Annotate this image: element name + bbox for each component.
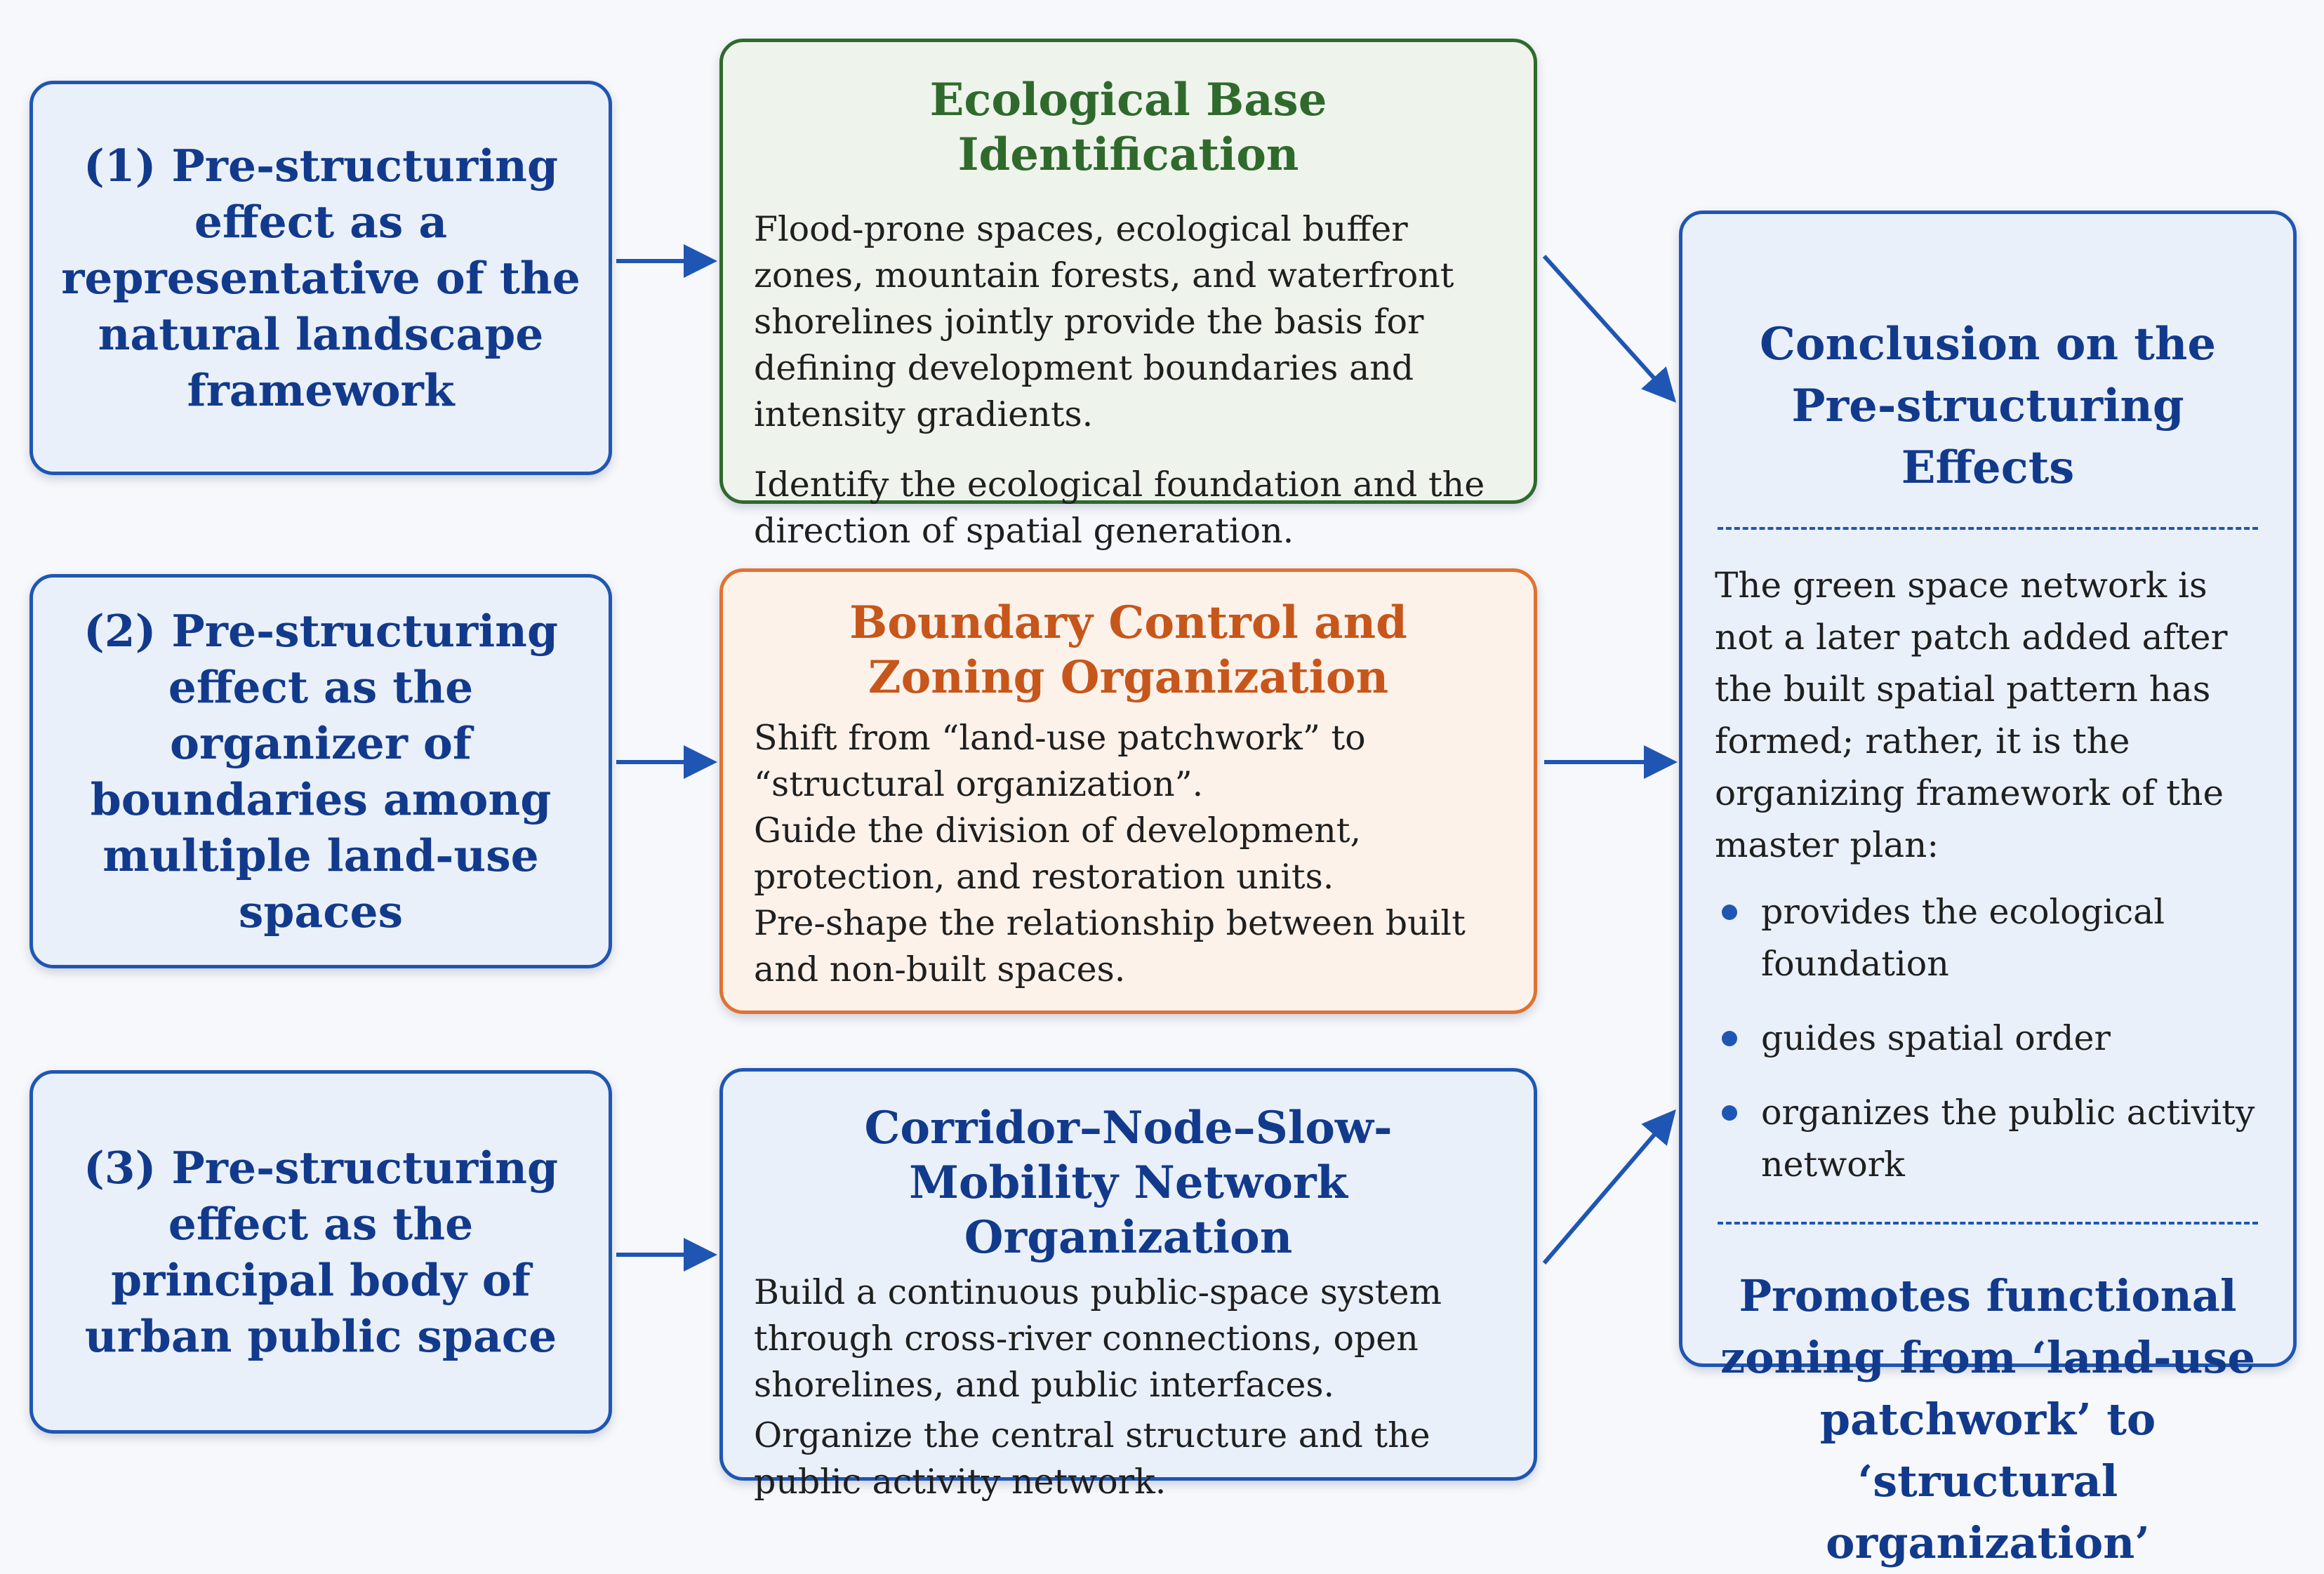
- corridor-text-2: Organize the central structure and the p…: [754, 1415, 1430, 1502]
- corridor-title: Corridor–Node–Slow-Mobility Network Orga…: [864, 1102, 1393, 1264]
- ecological-text-1: Flood-prone spaces, ecological buffer zo…: [754, 209, 1454, 434]
- bullet-item: organizes the public activity network: [1715, 1087, 2261, 1191]
- conclusion-divider-top: [1718, 527, 2258, 530]
- conclusion-box: Conclusion on the Pre-structuring Effect…: [1679, 211, 2297, 1568]
- arrow-corridor-to-conclusion: [1542, 1109, 1676, 1265]
- ecological-text-2: Identify the ecological foundation and t…: [754, 465, 1485, 551]
- left-box-2-text: (2) Pre-structuring effect as the organi…: [84, 605, 558, 938]
- bullet-dot-icon: [1722, 905, 1737, 920]
- conclusion-title: Conclusion on the Pre-structuring Effect…: [1759, 318, 2217, 494]
- boundary-control-box: Boundary Control and Zoning Organization…: [719, 568, 1537, 1014]
- bullet-dot-icon: [1722, 1105, 1737, 1121]
- boundary-text-3: Pre-shape the relationship between built…: [754, 903, 1466, 989]
- corridor-node-box: Corridor–Node–Slow-Mobility Network Orga…: [719, 1068, 1537, 1502]
- bullet-dot-icon: [1722, 1031, 1737, 1046]
- ecological-base-box: Ecological Base Identification Flood-pro…: [719, 39, 1537, 551]
- connector-arrows: [616, 244, 1678, 1272]
- boundary-text-2: Guide the division of development, prote…: [754, 811, 1362, 897]
- left-box-3-text: (3) Pre-structuring effect as the princi…: [84, 1142, 558, 1362]
- boundary-title: Boundary Control and Zoning Organization: [849, 596, 1407, 704]
- conclusion-divider-bottom: [1718, 1222, 2258, 1225]
- bullet-item: provides the ecological foundation: [1715, 886, 2261, 990]
- conclusion-promo: Promotes functional zoning from ‘land-us…: [1720, 1270, 2255, 1568]
- corridor-text-1: Build a continuous public-space system t…: [754, 1272, 1442, 1405]
- boundary-text-1: Shift from “land-use patchwork” to “stru…: [754, 718, 1366, 804]
- conclusion-body: The green space network is not a later p…: [1715, 565, 2228, 865]
- conclusion-bullet-list: provides the ecological foundation guide…: [1715, 886, 2261, 1191]
- left-box-2: (2) Pre-structuring effect as the organi…: [29, 574, 612, 968]
- ecological-title: Ecological Base Identification: [929, 74, 1327, 181]
- left-box-1: (1) Pre-structuring effect as a represen…: [29, 81, 612, 475]
- left-box-3: (3) Pre-structuring effect as the princi…: [29, 1070, 612, 1434]
- arrow-ecological-to-conclusion: [1542, 254, 1677, 403]
- left-box-1-text: (1) Pre-structuring effect as a represen…: [61, 140, 580, 416]
- bullet-item: guides spatial order: [1715, 1013, 2261, 1065]
